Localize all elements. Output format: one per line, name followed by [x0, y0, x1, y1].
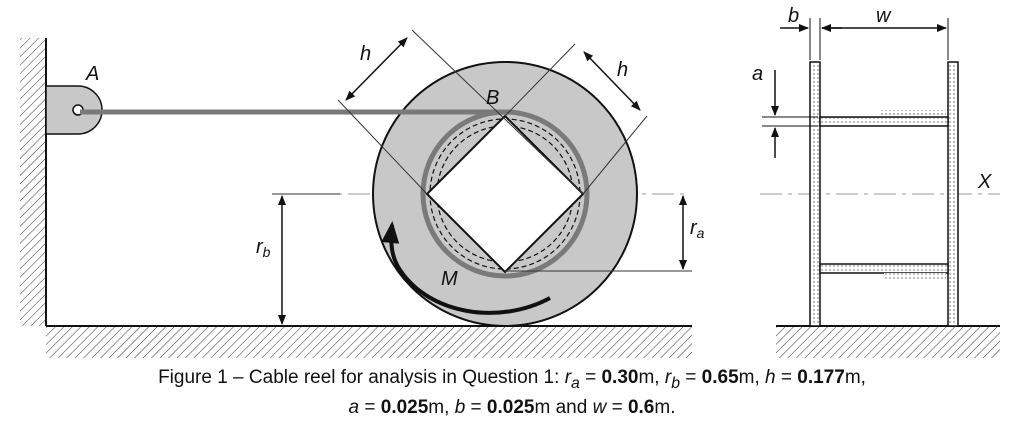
label-h-left: h	[360, 43, 371, 65]
a-dimension	[762, 70, 818, 158]
moment-arrow	[381, 221, 551, 315]
side-view-ground	[776, 325, 1000, 358]
label-x-axis: X	[977, 171, 992, 193]
label-rb: rb	[256, 236, 271, 260]
figure-caption: Figure 1 – Cable reel for analysis in Qu…	[0, 366, 1024, 420]
label-ra: ra	[690, 217, 705, 241]
caption-line-2: a = 0.025m, b = 0.025m and w = 0.6m.	[348, 396, 676, 418]
h-left-dimension-arrow	[345, 37, 408, 101]
ground	[46, 325, 692, 358]
label-moment: M	[441, 268, 458, 290]
label-h-right: h	[617, 59, 628, 81]
wall	[20, 38, 47, 326]
h-construction-lines	[337, 29, 648, 195]
label-w-dim: w	[876, 5, 892, 27]
cable-reel-figure: A B h h M rb ra b w a X	[20, 5, 1000, 358]
wound-cable-side	[880, 110, 946, 279]
label-a-anchor: A	[85, 63, 99, 85]
label-a-dim: a	[752, 63, 763, 85]
label-b-dim: b	[788, 5, 799, 27]
caption-line-1: Figure 1 – Cable reel for analysis in Qu…	[158, 367, 866, 392]
reel-side-view	[809, 61, 959, 327]
label-b-point: B	[486, 87, 499, 109]
h-right-dimension-arrow	[583, 51, 641, 111]
